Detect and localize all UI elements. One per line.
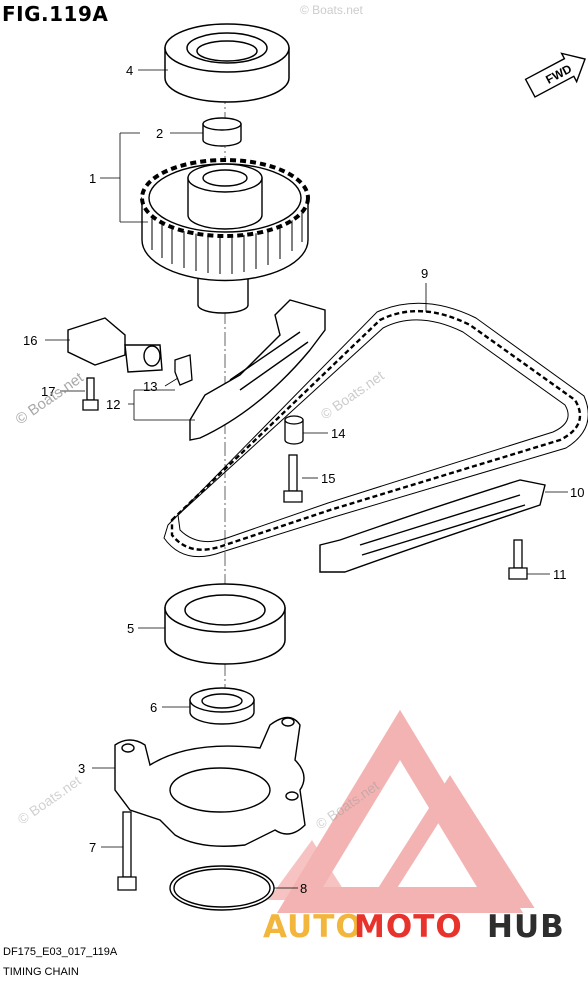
leader-lines bbox=[45, 69, 568, 889]
seal-part-6 bbox=[189, 687, 255, 725]
collar-part-14 bbox=[284, 415, 304, 445]
callout-12: 12 bbox=[106, 397, 120, 412]
bolt-part-15 bbox=[283, 454, 303, 503]
callout-15: 15 bbox=[321, 471, 335, 486]
watermark-boats-net: © Boats.net bbox=[300, 3, 364, 17]
brand-hub: HUB bbox=[487, 909, 565, 945]
automotohub-logo bbox=[268, 709, 535, 913]
callout-13: 13 bbox=[143, 379, 157, 394]
housing-part-3 bbox=[114, 716, 306, 847]
callout-14: 14 bbox=[331, 426, 345, 441]
callout-16: 16 bbox=[23, 333, 37, 348]
bushing-part-2 bbox=[202, 117, 242, 147]
callout-numbers: 1 2 3 4 5 6 7 8 9 10 11 12 13 14 15 16 1… bbox=[23, 63, 584, 896]
bearing-part-4 bbox=[164, 23, 290, 103]
gear-part-1 bbox=[140, 158, 310, 314]
chain-guide-part-10 bbox=[319, 479, 546, 573]
callout-7: 7 bbox=[89, 840, 96, 855]
brand-auto: AUTO bbox=[263, 909, 363, 945]
figure-caption: TIMING CHAIN bbox=[3, 966, 79, 978]
bolt-part-17 bbox=[82, 377, 99, 411]
callout-11: 11 bbox=[553, 567, 567, 582]
watermark-boats-net: © Boats.net bbox=[15, 772, 84, 827]
figure-code: DF175_E03_017_119A bbox=[3, 946, 118, 958]
callout-3: 3 bbox=[78, 761, 85, 776]
tensioner-part-16 bbox=[67, 317, 163, 373]
fwd-arrow-badge: FWD bbox=[524, 52, 586, 98]
clip-part-13 bbox=[174, 354, 193, 386]
callout-2: 2 bbox=[156, 126, 163, 141]
watermark-boats-net: © Boats.net bbox=[318, 367, 387, 422]
bearing-part-5 bbox=[164, 583, 286, 665]
callout-6: 6 bbox=[150, 700, 157, 715]
callout-4: 4 bbox=[126, 63, 133, 78]
bolt-part-11 bbox=[508, 539, 528, 580]
callout-8: 8 bbox=[300, 881, 307, 896]
callout-10: 10 bbox=[570, 485, 584, 500]
chain-guide-part-12 bbox=[189, 299, 326, 441]
callout-1: 1 bbox=[89, 171, 96, 186]
callout-17: 17 bbox=[41, 384, 55, 399]
automotohub-wordmark: AUTO MOTO HUB bbox=[263, 909, 565, 945]
callout-9: 9 bbox=[421, 266, 428, 281]
timing-chain-part-9 bbox=[163, 302, 588, 558]
bolt-part-7 bbox=[117, 811, 137, 891]
brand-moto: MOTO bbox=[354, 909, 463, 945]
callout-5: 5 bbox=[127, 621, 134, 636]
figure-title: FIG.119A bbox=[2, 2, 109, 26]
watermark-boats-net: © Boats.net bbox=[13, 369, 88, 428]
oring-part-8 bbox=[169, 865, 275, 911]
